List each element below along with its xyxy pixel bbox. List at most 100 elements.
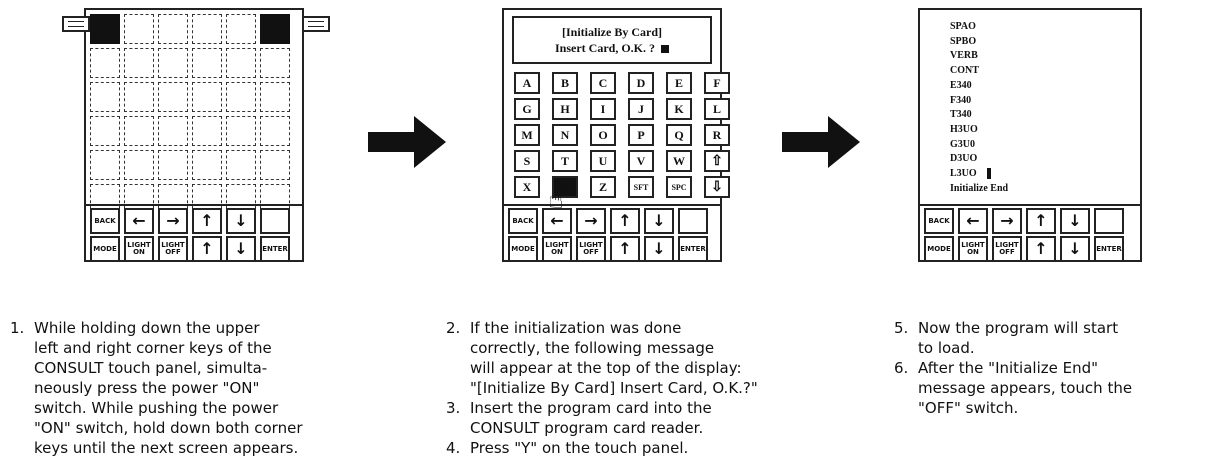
touch-key-cell[interactable]	[124, 14, 154, 44]
key-m[interactable]: M	[514, 124, 540, 146]
key-scroll-down[interactable]: ⇩	[704, 176, 730, 198]
left-arrow-button[interactable]: ←	[542, 208, 572, 234]
left-arrow-button[interactable]: ←	[124, 208, 154, 234]
back-button[interactable]: BACK	[924, 208, 954, 234]
touch-key-cell[interactable]	[192, 150, 222, 180]
touch-key-cell[interactable]	[90, 82, 120, 112]
touch-key-cell[interactable]	[124, 116, 154, 146]
touch-key-cell[interactable]	[90, 116, 120, 146]
enter-button[interactable]: ENTER	[260, 236, 290, 262]
key-x[interactable]: X	[514, 176, 540, 198]
blank-button[interactable]	[260, 208, 290, 234]
right-arrow-button[interactable]: →	[992, 208, 1022, 234]
touch-key-cell[interactable]	[226, 48, 256, 78]
program-item: T340	[950, 108, 1008, 123]
key-l[interactable]: L	[704, 98, 730, 120]
touch-key-cell[interactable]	[158, 48, 188, 78]
key-u[interactable]: U	[590, 150, 616, 172]
touch-key-cell[interactable]	[124, 48, 154, 78]
touch-key-cell[interactable]	[226, 82, 256, 112]
touch-key-cell[interactable]	[226, 14, 256, 44]
touch-key-cell[interactable]	[158, 14, 188, 44]
page-down-button[interactable]: ↓	[1060, 236, 1090, 262]
touch-key-cell[interactable]	[260, 82, 290, 112]
enter-button[interactable]: ENTER	[1094, 236, 1124, 262]
key-e[interactable]: E	[666, 72, 692, 94]
program-item: VERB	[950, 49, 1008, 64]
touch-key-cell[interactable]	[226, 116, 256, 146]
key-c[interactable]: C	[590, 72, 616, 94]
key-s[interactable]: S	[514, 150, 540, 172]
key-k[interactable]: K	[666, 98, 692, 120]
touch-key-cell[interactable]	[226, 150, 256, 180]
key-p[interactable]: P	[628, 124, 654, 146]
key-scroll-up[interactable]: ⇧	[704, 150, 730, 172]
key-t[interactable]: T	[552, 150, 578, 172]
back-button[interactable]: BACK	[90, 208, 120, 234]
touch-key-cell[interactable]	[90, 150, 120, 180]
corner-touch-key[interactable]	[260, 14, 290, 44]
key-g[interactable]: G	[514, 98, 540, 120]
down-arrow-button[interactable]: ↓	[1060, 208, 1090, 234]
up-arrow-button[interactable]: ↑	[610, 208, 640, 234]
page-down-button[interactable]: ↓	[226, 236, 256, 262]
light-off-button[interactable]: LIGHT OFF	[576, 236, 606, 262]
touch-key-cell[interactable]	[124, 150, 154, 180]
page-up-button[interactable]: ↑	[1026, 236, 1056, 262]
pointing-finger-icon: ☝	[548, 185, 564, 215]
corner-touch-key[interactable]	[90, 14, 120, 44]
down-arrow-button[interactable]: ↓	[226, 208, 256, 234]
touch-key-cell[interactable]	[260, 48, 290, 78]
touch-key-cell[interactable]	[158, 150, 188, 180]
key-r[interactable]: R	[704, 124, 730, 146]
light-on-button[interactable]: LIGHT ON	[124, 236, 154, 262]
right-arrow-button[interactable]: →	[576, 208, 606, 234]
touch-key-cell[interactable]	[192, 48, 222, 78]
touch-panel-1: BACK ← → ↑ ↓ MODE LIGHT ON LIGHT OFF ↑ ↓…	[84, 8, 304, 262]
up-arrow-button[interactable]: ↑	[1026, 208, 1056, 234]
key-d[interactable]: D	[628, 72, 654, 94]
key-a[interactable]: A	[514, 72, 540, 94]
touch-key-cell[interactable]	[158, 82, 188, 112]
key-f[interactable]: F	[704, 72, 730, 94]
enter-button[interactable]: ENTER	[678, 236, 708, 262]
mode-button[interactable]: MODE	[90, 236, 120, 262]
page-up-button[interactable]: ↑	[192, 236, 222, 262]
light-on-button[interactable]: LIGHT ON	[542, 236, 572, 262]
page-down-button[interactable]: ↓	[644, 236, 674, 262]
light-off-button[interactable]: LIGHT OFF	[158, 236, 188, 262]
touch-key-cell[interactable]	[260, 150, 290, 180]
blank-button[interactable]	[678, 208, 708, 234]
touch-key-cell[interactable]	[124, 82, 154, 112]
key-z[interactable]: Z	[590, 176, 616, 198]
key-o[interactable]: O	[590, 124, 616, 146]
key-w[interactable]: W	[666, 150, 692, 172]
back-button[interactable]: BACK	[508, 208, 538, 234]
touch-key-cell[interactable]	[90, 48, 120, 78]
right-arrow-button[interactable]: →	[158, 208, 188, 234]
key-h[interactable]: H	[552, 98, 578, 120]
touch-key-cell[interactable]	[192, 82, 222, 112]
key-i[interactable]: I	[590, 98, 616, 120]
key-v[interactable]: V	[628, 150, 654, 172]
key-sft[interactable]: SFT	[628, 176, 654, 198]
touch-key-cell[interactable]	[192, 14, 222, 44]
key-spc[interactable]: SPC	[666, 176, 692, 198]
touch-key-cell[interactable]	[158, 116, 188, 146]
down-arrow-button[interactable]: ↓	[644, 208, 674, 234]
key-y[interactable]: Y	[552, 176, 578, 198]
touch-key-cell[interactable]	[260, 116, 290, 146]
key-n[interactable]: N	[552, 124, 578, 146]
touch-key-cell[interactable]	[192, 116, 222, 146]
left-arrow-button[interactable]: ←	[958, 208, 988, 234]
mode-button[interactable]: MODE	[924, 236, 954, 262]
light-off-button[interactable]: LIGHT OFF	[992, 236, 1022, 262]
key-b[interactable]: B	[552, 72, 578, 94]
blank-button[interactable]	[1094, 208, 1124, 234]
light-on-button[interactable]: LIGHT ON	[958, 236, 988, 262]
page-up-button[interactable]: ↑	[610, 236, 640, 262]
mode-button[interactable]: MODE	[508, 236, 538, 262]
up-arrow-button[interactable]: ↑	[192, 208, 222, 234]
key-q[interactable]: Q	[666, 124, 692, 146]
key-j[interactable]: J	[628, 98, 654, 120]
